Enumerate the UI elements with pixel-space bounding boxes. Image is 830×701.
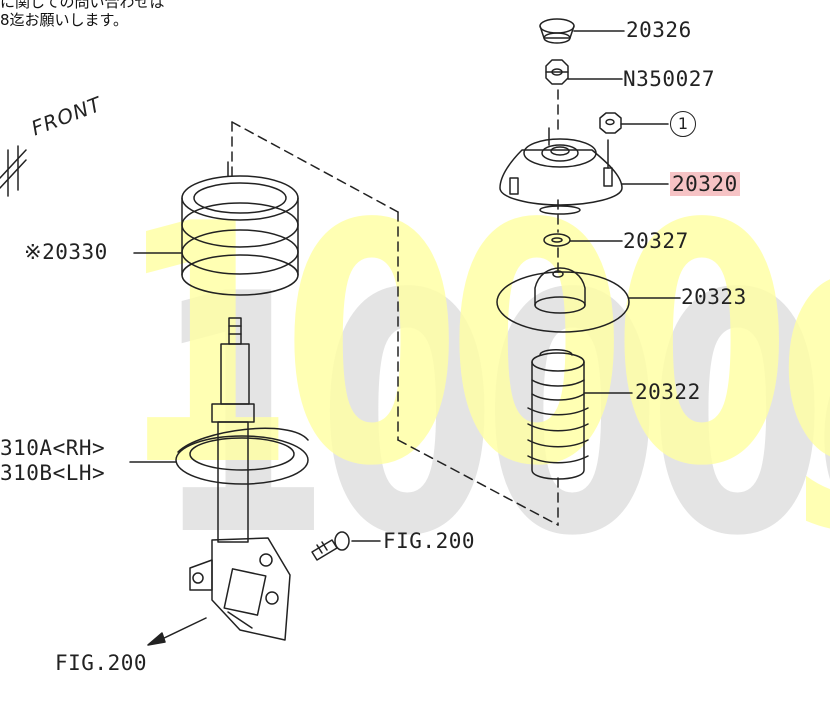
- callout-20327[interactable]: 20327: [623, 229, 689, 253]
- callout-20326[interactable]: 20326: [626, 18, 692, 42]
- callout-20322[interactable]: 20322: [635, 380, 701, 404]
- callout-n350027[interactable]: N350027: [623, 67, 716, 91]
- callout-20323[interactable]: 20323: [681, 285, 747, 309]
- watermark-text: 1000g: [117, 153, 830, 538]
- cap-part: [539, 18, 625, 44]
- inquiry-note-line1: に関しての問い合わせは: [0, 0, 165, 11]
- washer-part: [543, 233, 623, 247]
- coil-spring: [181, 161, 299, 296]
- callout-bolt-fig200[interactable]: FIG.200: [383, 529, 476, 553]
- inquiry-note-line2: 8迄お願いします。: [0, 11, 129, 29]
- bump-stop-part: [527, 349, 633, 480]
- assembly-guide-lines: [231, 89, 559, 526]
- callout-strut-rh[interactable]: 310A<RH>: [0, 436, 106, 460]
- strut-assembly: [175, 317, 309, 641]
- watermark-shadow: 1000g: [153, 223, 830, 608]
- callout-ref-1[interactable]: 1: [670, 111, 696, 137]
- upper-seat-part: [496, 267, 681, 333]
- front-arrow-icon: [0, 145, 27, 197]
- callout-bottom-fig200[interactable]: FIG.200: [55, 651, 148, 675]
- nut-part: [545, 59, 623, 85]
- fig-arrow-icon: [147, 617, 207, 646]
- small-nut-part: [599, 112, 669, 134]
- bolt: [311, 531, 381, 561]
- highlighted-part-number: 20320: [670, 172, 740, 196]
- callout-strut-lh[interactable]: 310B<LH>: [0, 461, 106, 485]
- callout-20320[interactable]: 20320: [670, 172, 740, 196]
- strut-mount-part: [499, 127, 669, 215]
- callout-20330[interactable]: ※20330: [24, 240, 108, 264]
